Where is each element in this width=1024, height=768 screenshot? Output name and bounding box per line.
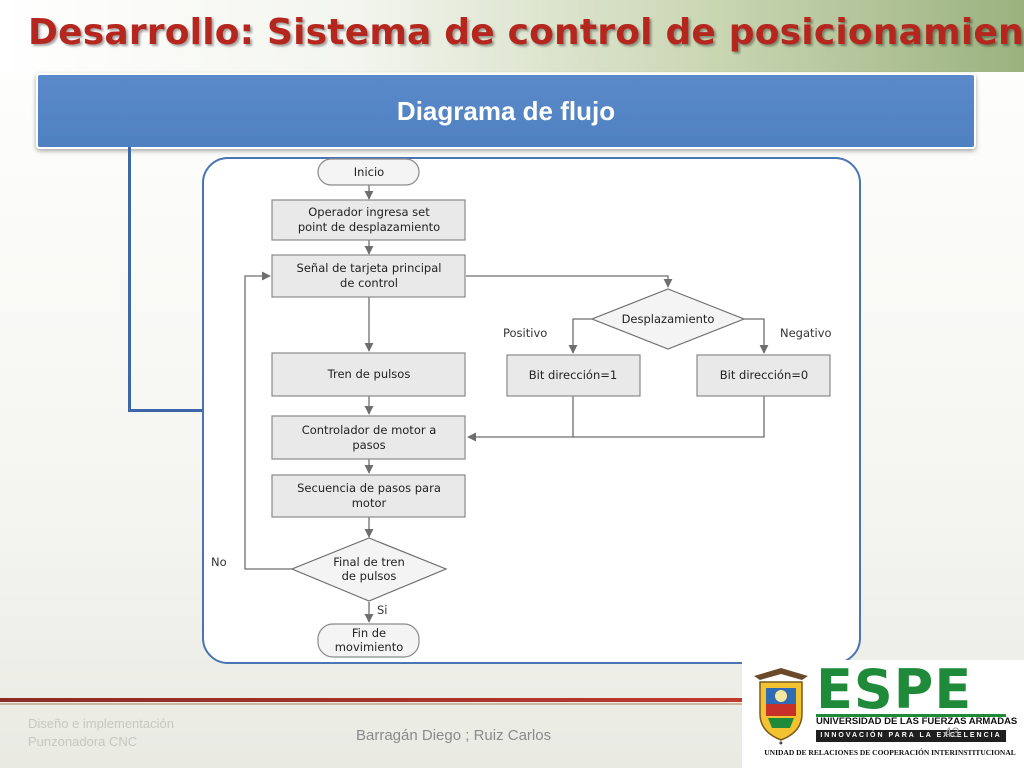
node-tren-label: Tren de pulsos xyxy=(327,367,411,381)
footer-course: Diseño e implementación Punzonadora CNC xyxy=(28,715,174,751)
edge-label-positivo: Positivo xyxy=(503,326,547,340)
node-fin-label-1: Fin de xyxy=(352,626,386,640)
node-inicio-label: Inicio xyxy=(354,165,384,179)
node-senal-label-2: de control xyxy=(340,276,398,290)
edge-bit0-controlador xyxy=(573,396,765,438)
node-inicio: Inicio xyxy=(317,158,420,186)
node-setpoint: Operador ingresa set point de desplazami… xyxy=(271,199,466,241)
node-senal-label-1: Señal de tarjeta principal xyxy=(297,261,442,275)
footer-course-line-2: Punzonadora CNC xyxy=(28,734,138,749)
edge-positivo xyxy=(568,318,592,354)
node-final-label-1: Final de tren xyxy=(333,555,405,569)
page-number: 43 xyxy=(944,724,960,740)
node-desplazamiento-label: Desplazamiento xyxy=(622,312,715,326)
node-fin: Fin de movimiento xyxy=(317,623,420,658)
node-senal: Señal de tarjeta principal de control xyxy=(271,254,466,298)
node-setpoint-label-1: Operador ingresa set xyxy=(308,205,430,219)
node-final-tren: Final de tren de pulsos xyxy=(290,537,448,602)
node-final-label-2: de pulsos xyxy=(342,569,397,583)
node-secuencia: Secuencia de pasos para motor xyxy=(271,474,466,518)
header-connector-line xyxy=(128,147,205,412)
node-desplazamiento: Desplazamiento xyxy=(590,288,746,350)
footer-divider xyxy=(0,698,760,702)
diagram-frame xyxy=(202,157,861,664)
edge-label-si: Si xyxy=(377,603,388,617)
node-fin-label-2: movimiento xyxy=(335,640,404,654)
university-name: UNIVERSIDAD DE LAS FUERZAS ARMADAS xyxy=(816,716,1018,727)
espe-logo: ● ESPE UNIVERSIDAD DE LAS FUERZAS ARMADA… xyxy=(742,658,1024,768)
university-motto: INNOVACIÓN PARA LA EXCELENCIA xyxy=(816,730,1006,742)
edge-bit1-controlador xyxy=(467,396,574,442)
node-controlador-label-1: Controlador de motor a xyxy=(302,423,437,437)
node-secuencia-label-2: motor xyxy=(352,496,387,510)
edge-no-loop xyxy=(244,271,292,570)
node-secuencia-label-1: Secuencia de pasos para xyxy=(297,481,441,495)
section-header: Diagrama de flujo xyxy=(36,73,976,149)
node-bit1: Bit dirección=1 xyxy=(506,354,641,397)
flow-edges xyxy=(244,185,769,623)
footer-divider-secondary xyxy=(0,703,760,705)
footer-authors: Barragán Diego ; Ruiz Carlos xyxy=(356,727,552,744)
title-band xyxy=(0,0,1024,72)
slide-title: Desarrollo: Sistema de control de posici… xyxy=(28,12,1024,53)
node-bit0-label: Bit dirección=0 xyxy=(720,368,808,382)
edge-negativo xyxy=(744,318,769,354)
node-tren: Tren de pulsos xyxy=(271,352,466,397)
node-controlador: Controlador de motor a pasos xyxy=(271,415,466,460)
edge-label-no: No xyxy=(211,555,227,569)
brand-rule xyxy=(816,714,1006,717)
university-seal-icon: ● xyxy=(754,668,808,745)
node-bit0: Bit dirección=0 xyxy=(696,354,831,397)
node-bit1-label: Bit dirección=1 xyxy=(529,368,617,382)
brand-wordmark: ESPE xyxy=(816,658,973,721)
section-header-label: Diagrama de flujo xyxy=(396,95,616,126)
unit-name: UNIDAD DE RELACIONES DE COOPERACIÓN INTE… xyxy=(764,748,1016,757)
footer-course-line-1: Diseño e implementación xyxy=(28,716,174,731)
svg-text:●: ● xyxy=(779,740,783,745)
node-setpoint-label-2: point de desplazamiento xyxy=(298,220,440,234)
node-controlador-label-2: pasos xyxy=(352,438,385,452)
edge-senal-desplazamiento xyxy=(466,275,673,288)
edge-label-negativo: Negativo xyxy=(780,326,832,340)
